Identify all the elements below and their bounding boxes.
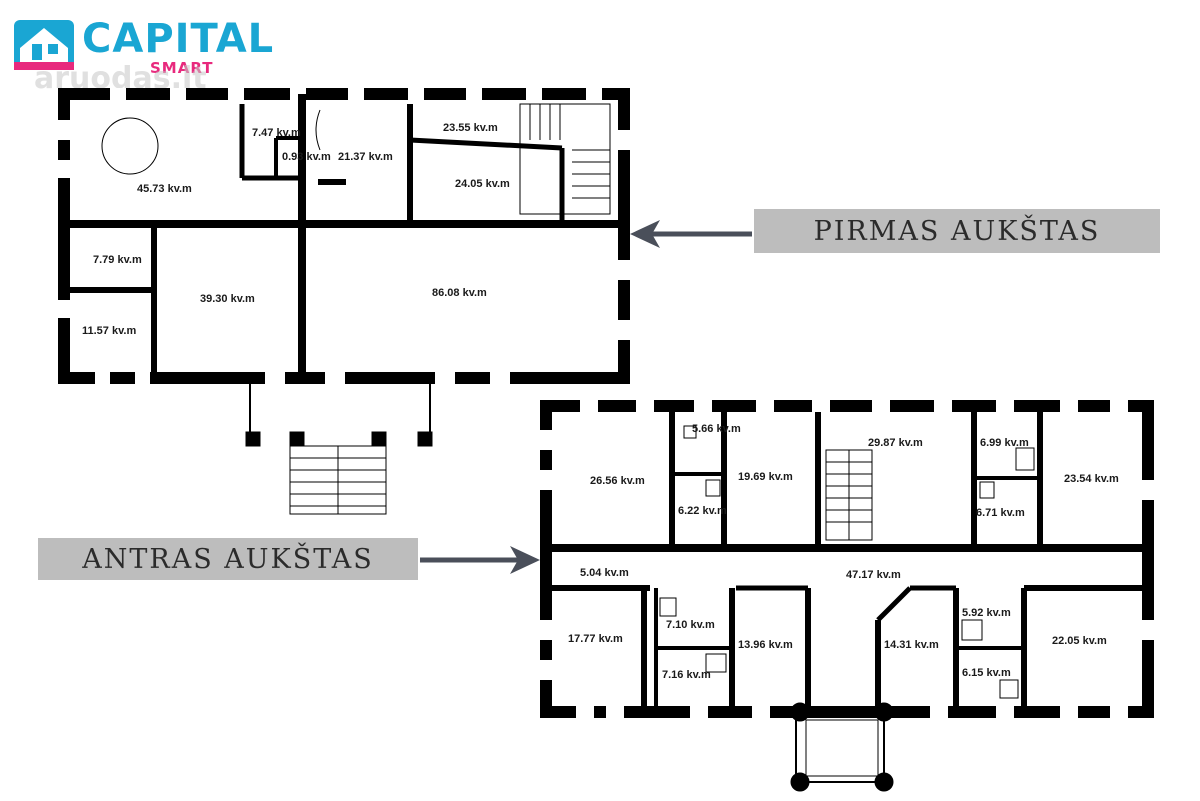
room-label: 6.71 kv.m — [976, 507, 1025, 519]
room-label: 7.79 kv.m — [93, 254, 142, 266]
second-floor-label: ANTRAS AUKŠTAS — [82, 543, 374, 575]
logo-subtitle: SMART — [150, 59, 213, 77]
room-label: 23.54 kv.m — [1064, 473, 1119, 485]
arrow-left-icon — [630, 220, 752, 248]
room-label: 7.16 kv.m — [662, 669, 711, 681]
room-label: 17.77 kv.m — [568, 633, 623, 645]
first-floor-room-labels: 45.73 kv.m 7.47 kv.m 0.93 kv.m 21.37 kv.… — [82, 122, 510, 337]
room-label: 6.22 kv.m — [678, 505, 727, 517]
round-feature — [101, 117, 159, 175]
first-floor-porch — [245, 378, 433, 515]
first-floor-plan — [58, 88, 630, 515]
room-label: 6.99 kv.m — [980, 437, 1029, 449]
room-label: 5.04 kv.m — [580, 567, 629, 579]
first-floor-stairs — [315, 103, 611, 215]
room-label: 19.69 kv.m — [738, 471, 793, 483]
first-floor-label: PIRMAS AUKŠTAS — [813, 215, 1101, 247]
room-label: 6.15 kv.m — [962, 667, 1011, 679]
logo-title: CAPITAL — [82, 16, 274, 62]
room-label: 24.05 kv.m — [455, 178, 510, 190]
room-label: 21.37 kv.m — [338, 151, 393, 163]
second-floor-banner: ANTRAS AUKŠTAS — [38, 538, 418, 580]
room-label: 5.92 kv.m — [962, 607, 1011, 619]
room-label: 5.66 kv.m — [692, 423, 741, 435]
second-floor-windows — [540, 400, 1154, 718]
second-floor-room-labels: 5.66 kv.m 26.56 kv.m 19.69 kv.m 6.22 kv.… — [568, 423, 1119, 681]
room-label: 45.73 kv.m — [137, 183, 192, 195]
room-label: 7.10 kv.m — [666, 619, 715, 631]
room-label: 29.87 kv.m — [868, 437, 923, 449]
first-floor-banner: PIRMAS AUKŠTAS — [754, 209, 1160, 253]
capital-logo: CAPITAL SMART aruodas.lt — [14, 16, 274, 96]
bathroom-fixtures — [659, 425, 1035, 699]
house-logo-icon — [14, 20, 74, 70]
room-label: 26.56 kv.m — [590, 475, 645, 487]
room-label: 39.30 kv.m — [200, 293, 255, 305]
room-label: 47.17 kv.m — [846, 569, 901, 581]
room-label: 23.55 kv.m — [443, 122, 498, 134]
room-label: 14.31 kv.m — [884, 639, 939, 651]
room-label: 11.57 kv.m — [82, 325, 136, 337]
room-label: 7.47 kv.m — [252, 127, 301, 139]
room-label: 22.05 kv.m — [1052, 635, 1107, 647]
room-label: 86.08 kv.m — [432, 287, 487, 299]
second-floor-stairs — [825, 449, 873, 541]
arrow-right-icon — [420, 546, 540, 574]
room-label: 13.96 kv.m — [738, 639, 793, 651]
second-floor-porch — [790, 702, 894, 792]
room-label: 0.93 kv.m — [282, 151, 331, 163]
second-floor-plan — [540, 400, 1154, 792]
